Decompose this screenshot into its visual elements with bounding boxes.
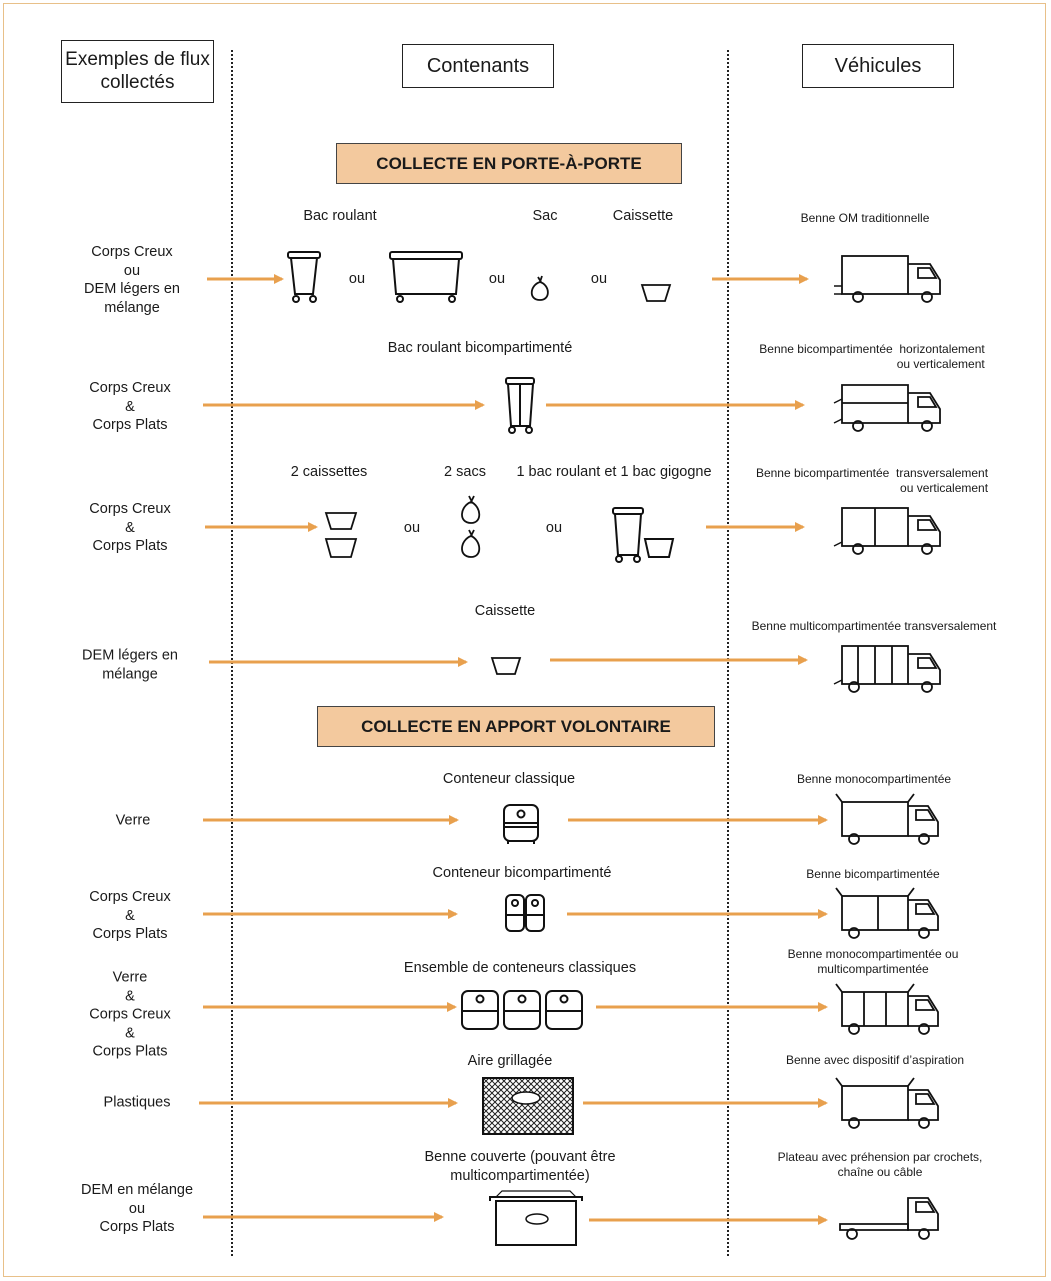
label-caissette-2: Caissette [474, 603, 536, 619]
truck-crane-bicompartment-icon [835, 887, 939, 939]
flux-row-9: DEM en mélange ou Corps Plats [80, 1182, 194, 1236]
wheelie-bin-small-icon [287, 251, 321, 303]
section-porte-a-porte: COLLECTE EN PORTE-À-PORTE [336, 143, 682, 184]
flux-row-4: DEM légers en mélange [82, 647, 178, 682]
two-bags-icon [461, 495, 481, 558]
label-bac-bicompartimente: Bac roulant bicompartimenté [387, 340, 573, 356]
header-flux: Exemples de flux collectés [61, 40, 214, 103]
label-ensemble-conteneurs: Ensemble de conteneurs classiques [403, 960, 637, 976]
vehicle-label-1: Benne OM traditionnelle [800, 211, 930, 225]
flux-row-2: Corps Creux & Corps Plats [89, 380, 171, 434]
vehicle-label-7: Benne monocompartimentée ou multicompart… [787, 947, 959, 976]
label-2-sacs: 2 sacs [444, 464, 486, 480]
flux-row-1: Corps Creux ou DEM légers en mélange [84, 243, 180, 316]
truck-flatbed-hook-icon [839, 1197, 939, 1240]
label-bac-gigogne: 1 bac roulant et 1 bac gigogne [516, 464, 712, 480]
label-benne-couverte: Benne couverte (pouvant être multicompar… [424, 1149, 616, 1184]
bicompartment-container-icon [505, 894, 545, 932]
crate-icon-2 [490, 657, 522, 675]
flux-row-6: Corps Creux & Corps Plats [89, 889, 171, 943]
flux-row-5: Verre [115, 812, 151, 829]
flux-row-8: Plastiques [103, 1094, 171, 1111]
vehicle-label-5: Benne monocompartimentée [796, 772, 952, 786]
label-caissette: Caissette [612, 208, 674, 224]
glass-container-icon [503, 804, 539, 844]
connector-ou-1: ou [348, 271, 366, 287]
connector-ou-2: ou [488, 271, 506, 287]
truck-bicompartment-transversal-icon [833, 507, 941, 555]
section-apport-volontaire: COLLECTE EN APPORT VOLONTAIRE [317, 706, 715, 747]
section-porte-label: COLLECTE EN PORTE-À-PORTE [376, 153, 642, 173]
label-2-caissettes: 2 caissettes [290, 464, 368, 480]
container-set-icon [461, 990, 583, 1030]
header-contenants: Contenants [402, 44, 554, 88]
connector-ou-5: ou [545, 520, 563, 536]
vehicle-label-9: Plateau avec préhension par crochets, ch… [777, 1150, 983, 1179]
header-contenants-label: Contenants [426, 55, 530, 77]
flux-row-7: Verre & Corps Creux & Corps Plats [89, 969, 171, 1060]
vehicle-label-2: Benne bicompartimentée horizontalement o… [759, 342, 985, 371]
flux-row-3: Corps Creux & Corps Plats [89, 501, 171, 555]
label-conteneur-classique: Conteneur classique [442, 771, 576, 787]
connector-ou-3: ou [590, 271, 608, 287]
truck-bicompartment-horizontal-icon [833, 384, 941, 432]
label-aire-grillagee: Aire grillagée [467, 1053, 553, 1069]
vehicle-label-8: Benne avec dispositif d’aspiration [785, 1053, 965, 1067]
label-conteneur-bicompartimente: Conteneur bicompartimenté [432, 865, 612, 881]
figure-frame [3, 3, 1046, 1277]
header-flux-label: Exemples de flux collectés [65, 48, 210, 93]
two-crates-icon [324, 512, 358, 558]
label-sac: Sac [532, 208, 558, 224]
truck-traditional-icon [834, 255, 941, 303]
connector-ou-4: ou [403, 520, 421, 536]
bin-and-nested-bin-icon [612, 507, 675, 563]
crate-icon [640, 284, 672, 302]
header-vehicules: Véhicules [802, 44, 954, 88]
truck-crane-mono-icon [835, 793, 939, 845]
truck-multicompartment-icon [833, 645, 941, 693]
header-vehicules-label: Véhicules [834, 55, 922, 77]
section-apport-label: COLLECTE EN APPORT VOLONTAIRE [361, 716, 671, 736]
label-bac-roulant: Bac roulant [303, 208, 377, 224]
covered-skip-icon [489, 1190, 583, 1246]
wheelie-bin-large-icon [389, 251, 463, 303]
bag-icon [530, 275, 549, 301]
truck-crane-multicompartment-icon [835, 983, 939, 1035]
vehicle-label-4: Benne multicompartimentée transversaleme… [751, 619, 997, 633]
vehicle-label-6: Benne bicompartimentée [806, 867, 940, 881]
truck-suction-icon [835, 1077, 939, 1129]
bicompartment-bin-icon [505, 377, 535, 434]
vehicle-label-3: Benne bicompartimentée transversalement … [755, 466, 989, 495]
fenced-area-icon [482, 1077, 574, 1135]
